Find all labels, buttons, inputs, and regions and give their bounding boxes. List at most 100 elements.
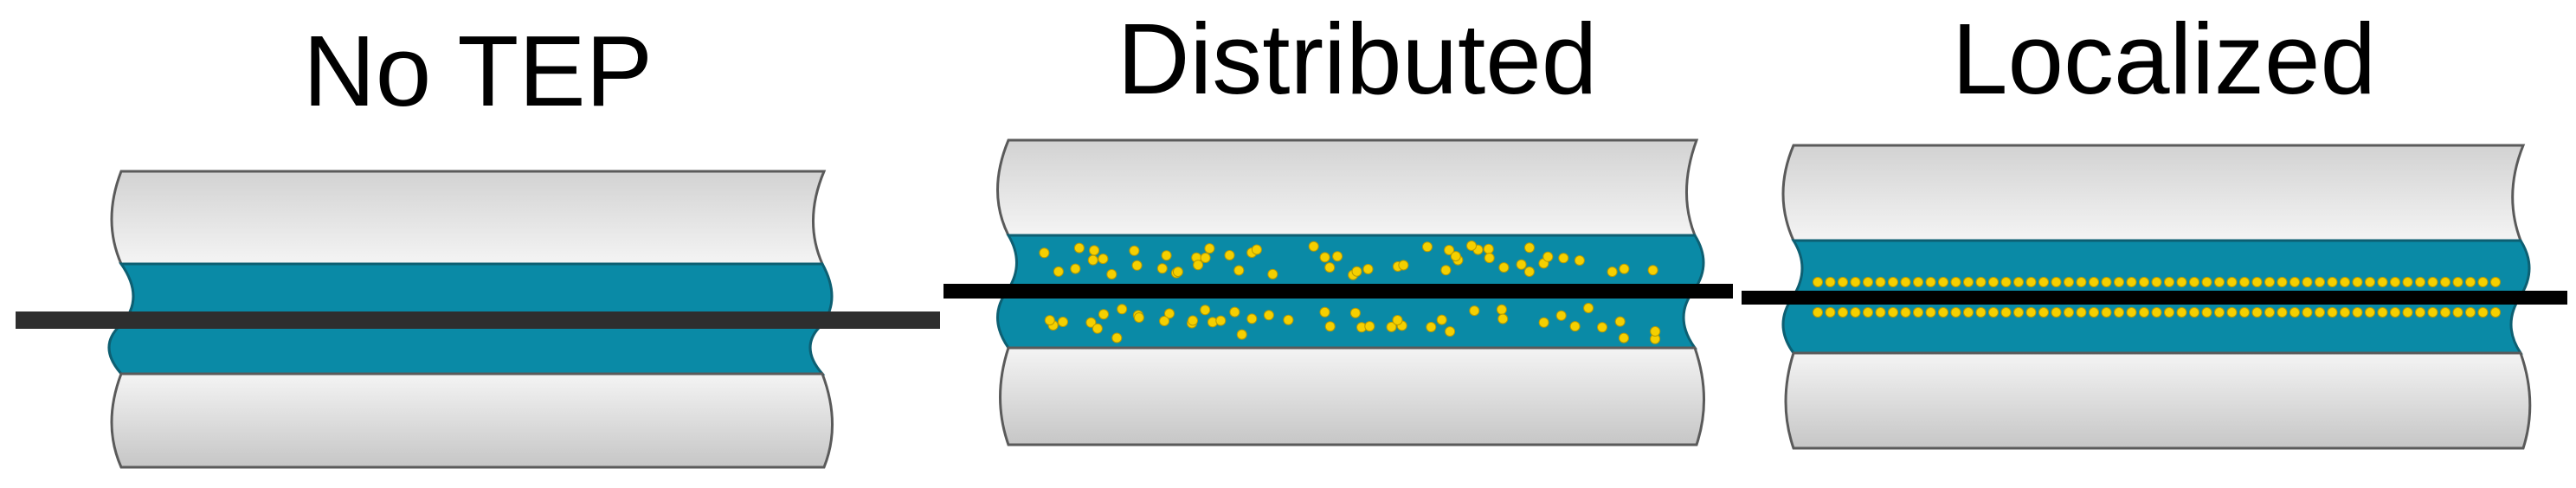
embedded-line (1742, 291, 2567, 305)
particle (2076, 277, 2087, 287)
particle (1938, 277, 1948, 287)
particle (1558, 253, 1569, 264)
particle (1200, 253, 1211, 263)
particle (1251, 244, 1262, 255)
particle (2101, 277, 2112, 287)
particle (1913, 307, 1923, 318)
particle (1440, 265, 1452, 276)
particle (2377, 307, 2388, 318)
particle (1913, 277, 1923, 287)
particle (1875, 277, 1886, 287)
embedded-line (16, 311, 940, 329)
particle (1224, 250, 1235, 260)
particle (1085, 317, 1097, 328)
particle (1236, 329, 1247, 340)
particle (2415, 277, 2425, 287)
particle (1469, 305, 1480, 317)
particle (2327, 277, 2338, 287)
particle (1619, 263, 1630, 274)
particle (2151, 277, 2162, 287)
particle (2465, 277, 2476, 287)
particle (2189, 277, 2199, 287)
particle (2490, 277, 2501, 287)
particle (2013, 307, 2024, 318)
particle (1888, 277, 1898, 287)
lower-substrate (110, 372, 834, 469)
particle (1574, 255, 1585, 266)
particle (1215, 315, 1227, 326)
particle (1133, 312, 1144, 323)
particle (2289, 307, 2300, 318)
upper-substrate (1781, 144, 2526, 242)
particle (1938, 307, 1948, 318)
particle (2000, 277, 2012, 287)
particle (1098, 254, 1109, 265)
particle (2064, 277, 2074, 287)
particle (2251, 307, 2263, 318)
particle (2025, 277, 2037, 287)
particle (2101, 307, 2112, 318)
particle (1813, 307, 1823, 318)
particle (1098, 309, 1109, 320)
particle (1332, 251, 1343, 262)
particle (2302, 277, 2313, 287)
particle (1444, 245, 1455, 255)
particle (1156, 263, 1168, 274)
particle (1164, 308, 1175, 319)
particle (2089, 277, 2099, 287)
particle (2239, 277, 2250, 287)
particle (2302, 307, 2313, 318)
particle (1988, 307, 1999, 318)
particle (2390, 307, 2400, 318)
particle (1647, 265, 1658, 276)
particle (1324, 262, 1336, 273)
particle (1426, 322, 1437, 332)
particle (1398, 260, 1409, 271)
particle (2164, 307, 2174, 318)
particle (1516, 259, 1527, 270)
particle (1607, 266, 1618, 278)
particle (1351, 266, 1362, 277)
particle (1523, 266, 1535, 277)
particle (1324, 321, 1336, 332)
particle (1900, 277, 1911, 287)
particle (1597, 322, 1607, 333)
particle (2352, 307, 2363, 318)
particle (2051, 307, 2062, 318)
particle (1963, 307, 1974, 318)
particle (1200, 305, 1211, 316)
particle (2490, 307, 2501, 318)
particle (2340, 277, 2350, 287)
particle (2114, 277, 2124, 287)
particle (2277, 307, 2288, 318)
particle (1267, 268, 1278, 279)
particle (1825, 277, 1836, 287)
particle (2064, 307, 2074, 318)
particle (1988, 277, 1999, 287)
particle (2452, 277, 2463, 287)
embedded-line (943, 284, 1733, 299)
particle (2440, 307, 2450, 318)
lower-substrate (999, 346, 1706, 446)
particle (1838, 277, 1848, 287)
particle (1070, 263, 1081, 274)
particle (1483, 243, 1494, 254)
particle (2452, 307, 2463, 318)
particle (1058, 317, 1068, 327)
particle (1555, 310, 1567, 321)
particle (2365, 277, 2375, 287)
particle (2365, 307, 2375, 318)
particle (2214, 307, 2225, 318)
particle (1161, 250, 1172, 261)
particle (1087, 254, 1098, 266)
panel-title-distributed: Distributed (1117, 3, 1597, 115)
particle (1538, 317, 1549, 328)
particle (2340, 307, 2350, 318)
particle (2402, 307, 2413, 318)
particle (1386, 321, 1397, 332)
particle (2377, 277, 2388, 287)
particle (1542, 251, 1554, 262)
particle (2352, 277, 2363, 287)
particle (2176, 307, 2187, 318)
particle (1044, 315, 1055, 326)
